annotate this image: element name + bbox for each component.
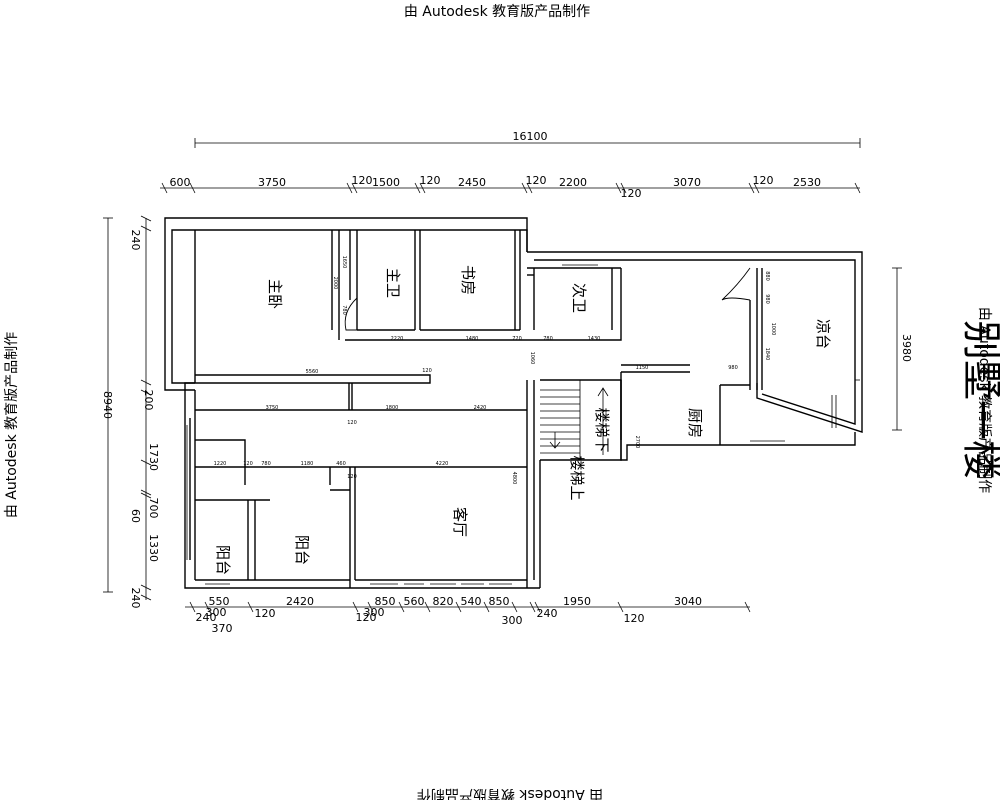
dim-int-living-1: 120 <box>243 461 253 467</box>
door-swings <box>344 267 751 331</box>
dim-bottom-1: 2420 <box>286 595 314 608</box>
dim-bottom-0: 550 <box>209 595 230 608</box>
room-balcony-left: 阳台 <box>214 545 232 575</box>
dim-bottom2-6: 240 <box>537 607 558 620</box>
dim-int-balcony-1: 980 <box>764 294 770 304</box>
dim-left-6: 240 <box>129 588 142 609</box>
dim-left-overall: 8940 <box>101 391 114 419</box>
dim-top-0: 600 <box>170 176 191 189</box>
dim-int-v4800: 4800 <box>511 472 517 485</box>
dim-top-9: 3070 <box>673 176 701 189</box>
dim-int-row1-1: 1480 <box>466 336 479 342</box>
room-stairs-down: 楼梯下 <box>593 407 611 452</box>
room-living: 客厅 <box>451 507 469 537</box>
room-study: 书房 <box>459 265 477 295</box>
dim-bottom2-3: 120 <box>356 611 377 624</box>
dim-top-8: 120 <box>621 187 642 200</box>
dim-int-balcony-0: 880 <box>764 271 770 281</box>
dim-bottom2-0: 240 <box>196 611 217 624</box>
dimension-lines <box>103 138 902 613</box>
dim-int-lower-2: 2420 <box>474 405 487 411</box>
dim-int-living-4: 460 <box>336 461 346 467</box>
dim-bottom2-5: 300 <box>502 614 523 627</box>
dim-left-0: 240 <box>129 230 142 251</box>
dim-int-small-120: 120 <box>347 420 357 426</box>
watermark-right: 由 Autodesk 教育版产品制作 <box>976 307 992 493</box>
dim-left-4: 60 <box>129 509 142 523</box>
dim-int-v120: 120 <box>347 474 357 480</box>
dim-int-living-0: 1220 <box>214 461 227 467</box>
dim-bottom-6: 850 <box>489 595 510 608</box>
dim-int-bath-v1: 1650 <box>341 256 347 269</box>
room-second-bath: 次卫 <box>570 283 588 313</box>
dim-top-10: 120 <box>753 174 774 187</box>
room-master-bedroom: 主卧 <box>266 279 284 309</box>
dim-left-2: 1730 <box>147 443 160 471</box>
dim-overall-top: 16100 <box>513 130 548 143</box>
room-balcony-right: 阳台 <box>293 535 311 565</box>
dim-int-v1060: 1060 <box>529 352 535 365</box>
dim-int-living-2: 780 <box>261 461 271 467</box>
dim-int-kitchen-h: 2700 <box>634 436 640 449</box>
dim-int-corridor: 5560 <box>306 369 319 375</box>
room-stairs-up: 楼梯上 <box>568 455 586 500</box>
dim-bottom-2: 850 <box>375 595 396 608</box>
dim-int-row1-4: 1430 <box>588 336 601 342</box>
dim-int-kitchen-w1: 1150 <box>636 365 649 371</box>
dim-top-3: 1500 <box>372 176 400 189</box>
dim-top-1: 3750 <box>258 176 286 189</box>
dim-bottom2-4: 300 <box>364 606 385 619</box>
dim-right-overall: 3980 <box>900 334 913 362</box>
dim-left-3: 700 <box>147 498 160 519</box>
dim-bottom2-2: 120 <box>255 607 276 620</box>
dim-int-row1-0: 2220 <box>391 336 404 342</box>
dim-top-2: 120 <box>352 174 373 187</box>
watermark-bottom: 由 Autodesk 教育版产品制作 <box>417 786 603 800</box>
dim-bottom3-0: 370 <box>212 622 233 635</box>
dim-bottom-3: 560 <box>404 595 425 608</box>
dim-bottom-7: 1950 <box>563 595 591 608</box>
dim-bottom2-1: 300 <box>206 606 227 619</box>
dim-int-balcony-2: 1000 <box>770 323 776 336</box>
dim-bottom-4: 820 <box>433 595 454 608</box>
watermark-left: 由 Autodesk 教育版产品制作 <box>4 332 20 518</box>
windows <box>186 259 860 585</box>
dim-bottom2-7: 120 <box>624 612 645 625</box>
dim-left-5: 1330 <box>147 534 160 562</box>
drawing-title: 别墅一楼 <box>958 320 1000 480</box>
dim-int-row1-3: 780 <box>543 336 553 342</box>
dim-int-corridor-120: 120 <box>422 368 432 374</box>
room-kitchen: 厨房 <box>686 408 704 438</box>
dim-int-bath-v2: 2000 <box>332 277 338 290</box>
dim-top-6: 120 <box>526 174 547 187</box>
stairs <box>540 380 609 460</box>
dim-int-row1-2: 720 <box>512 336 522 342</box>
dim-int-lower-0: 3750 <box>266 405 279 411</box>
dim-top-5: 2450 <box>458 176 486 189</box>
dim-int-balcony-3: 1840 <box>764 348 770 361</box>
dim-int-bath-v3: 780 <box>341 305 347 315</box>
dim-int-living-5: 4220 <box>436 461 449 467</box>
dim-int-lower-1: 1800 <box>386 405 399 411</box>
dim-bottom-8: 3040 <box>674 595 702 608</box>
dim-int-kitchen-w2: 980 <box>728 365 738 371</box>
walls <box>164 217 863 589</box>
dim-top-11: 2530 <box>793 176 821 189</box>
room-cool-balcony: 凉台 <box>814 319 832 349</box>
room-master-bath: 主卫 <box>384 268 402 298</box>
dim-bottom-5: 540 <box>461 595 482 608</box>
dim-int-living-3: 1180 <box>301 461 314 467</box>
dim-top-7: 2200 <box>559 176 587 189</box>
dim-top-4: 120 <box>420 174 441 187</box>
watermark-top: 由 Autodesk 教育版产品制作 <box>404 4 590 20</box>
dim-left-1: 200 <box>142 390 155 411</box>
